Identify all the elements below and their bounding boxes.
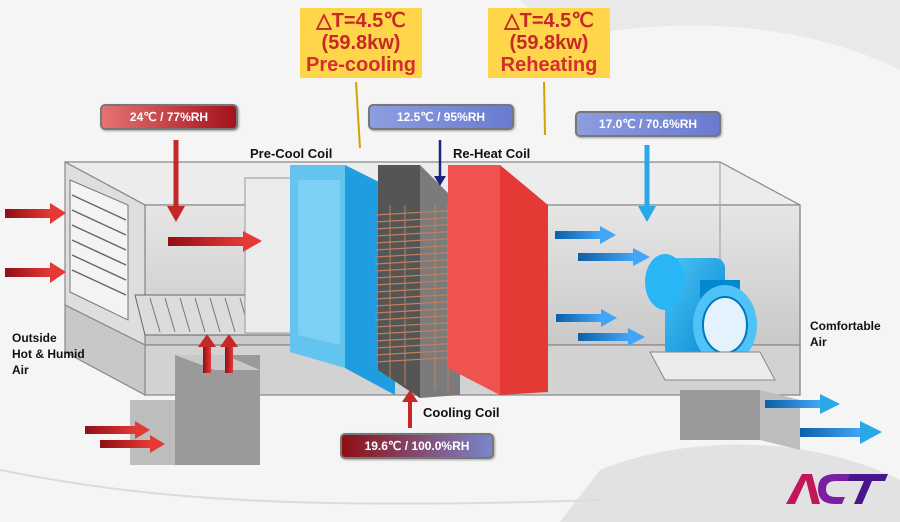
inlet-duct [130, 355, 260, 465]
intake-louvers [69, 179, 129, 321]
reheating-callout: △T=4.5℃ (59.8kw) Reheating [488, 8, 610, 78]
act-logo [786, 474, 888, 504]
after-precool-condition-tag: 12.5℃ / 95%RH [368, 104, 514, 130]
cool-arrows [555, 226, 882, 444]
outside-air-label: Outside Hot & Humid Air [12, 331, 85, 377]
precool-coil-label: Pre-Cool Coil [250, 146, 333, 161]
reheat-coil [448, 165, 548, 395]
reheating-title: Reheating [500, 54, 598, 76]
hot-inflow-arrows [5, 203, 262, 453]
precooling-callout: △T=4.5℃ (59.8kw) Pre-cooling [300, 8, 422, 78]
precooling-delta-t: △T=4.5℃ [316, 10, 406, 32]
inlet-condition-tag: 24℃ / 77%RH [100, 104, 238, 130]
precooling-power: (59.8kw) [321, 32, 401, 54]
cooling-coil-label: Cooling Coil [423, 405, 500, 420]
precooling-title: Pre-cooling [306, 54, 417, 76]
supply-condition-tag: 17.0℃ / 70.6%RH [575, 111, 721, 137]
inlet-up-arrows [198, 334, 238, 373]
reheating-power: (59.8kw) [509, 32, 589, 54]
cooling-coil [374, 165, 461, 398]
reheat-coil-label: Re-Heat Coil [453, 146, 531, 161]
supply-fan [645, 254, 776, 381]
cooling-coil-condition-tag: 19.6℃ / 100.0%RH [340, 433, 494, 459]
comfortable-air-label: Comfortable Air [810, 319, 881, 349]
reheating-delta-t: △T=4.5℃ [504, 10, 594, 32]
